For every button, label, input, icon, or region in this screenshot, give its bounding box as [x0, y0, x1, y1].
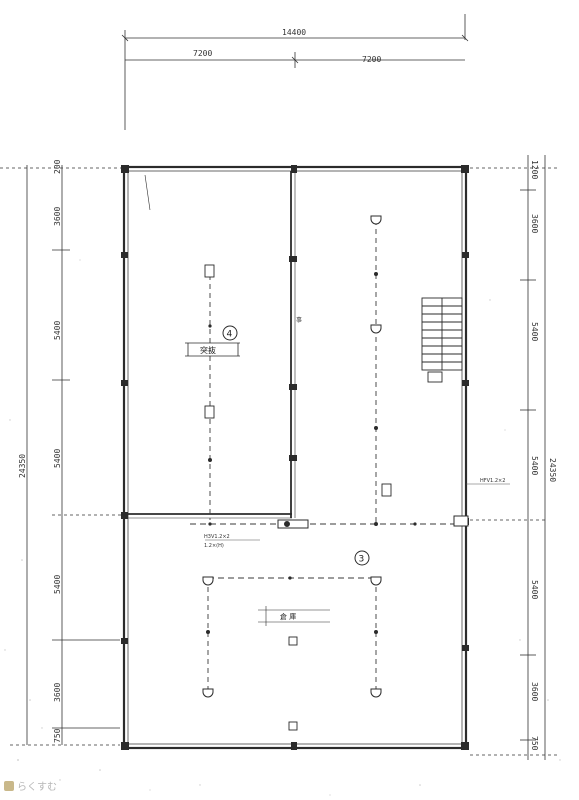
left-span-2: 3600	[53, 207, 62, 226]
watermark-logo-icon	[4, 780, 14, 791]
circle-marker-3: 3	[354, 550, 370, 566]
circle-marker-4-text: 4	[227, 330, 233, 340]
fixture-symbols	[202, 215, 382, 698]
right-span-5: 5400	[530, 580, 539, 599]
right-span-1: 1200	[530, 160, 539, 179]
box-label: 突抜	[185, 342, 240, 357]
right-dimension-texts: 1200 3600 5400 5400 5400 3600 750 24350	[530, 160, 557, 751]
left-span-5: 5400	[53, 575, 62, 594]
right-span-4: 5400	[530, 456, 539, 475]
annotation-2: 1.2×(H)	[204, 543, 224, 549]
inner-wall-ticks	[289, 256, 297, 461]
left-span-1: 200	[53, 159, 62, 174]
room-label-2-text: 倉 庫	[280, 612, 296, 621]
outlet-symbols	[204, 264, 392, 731]
right-span-2: 3600	[530, 214, 539, 233]
room-label: 事	[296, 316, 302, 324]
top-left-dimension: 7200	[193, 49, 212, 58]
inner-room-walls	[128, 171, 296, 519]
line-dots	[206, 272, 417, 634]
left-dimension-texts: 200 3600 5400 5400 5400 3600 750 24350	[18, 159, 62, 743]
left-span-3: 5400	[53, 321, 62, 340]
right-span-6: 3600	[530, 682, 539, 701]
top-total-dimension: 14400	[282, 28, 306, 37]
room-label-2: 倉 庫	[258, 606, 330, 626]
left-span-6: 3600	[53, 683, 62, 702]
watermark-text: らくすむ	[17, 782, 57, 793]
scan-noise	[4, 259, 561, 796]
annotation-3: HFV1.2×2	[480, 478, 505, 484]
top-dimension-lines	[121, 14, 469, 130]
top-right-dimension: 7200	[362, 55, 381, 64]
right-span-7: 750	[530, 736, 539, 751]
watermark: らくすむ	[4, 778, 57, 793]
junction-block	[277, 515, 469, 529]
box-label-text: 突抜	[200, 345, 216, 355]
circle-marker-4: 4	[222, 325, 238, 341]
beam-lines	[190, 220, 462, 690]
right-dimension-lines	[470, 155, 560, 760]
staircase	[421, 297, 463, 383]
left-span-7: 750	[53, 728, 62, 743]
left-span-4: 5400	[53, 449, 62, 468]
right-total-dimension: 24350	[548, 458, 557, 482]
left-total-dimension: 24350	[18, 454, 27, 478]
left-dimension-lines	[0, 165, 125, 746]
annotations: H3V1.2×2 1.2×(H) HFV1.2×2	[204, 478, 510, 549]
circle-marker-3-text: 3	[359, 555, 365, 565]
annotation-1: H3V1.2×2	[204, 534, 230, 540]
right-span-3: 5400	[530, 322, 539, 341]
